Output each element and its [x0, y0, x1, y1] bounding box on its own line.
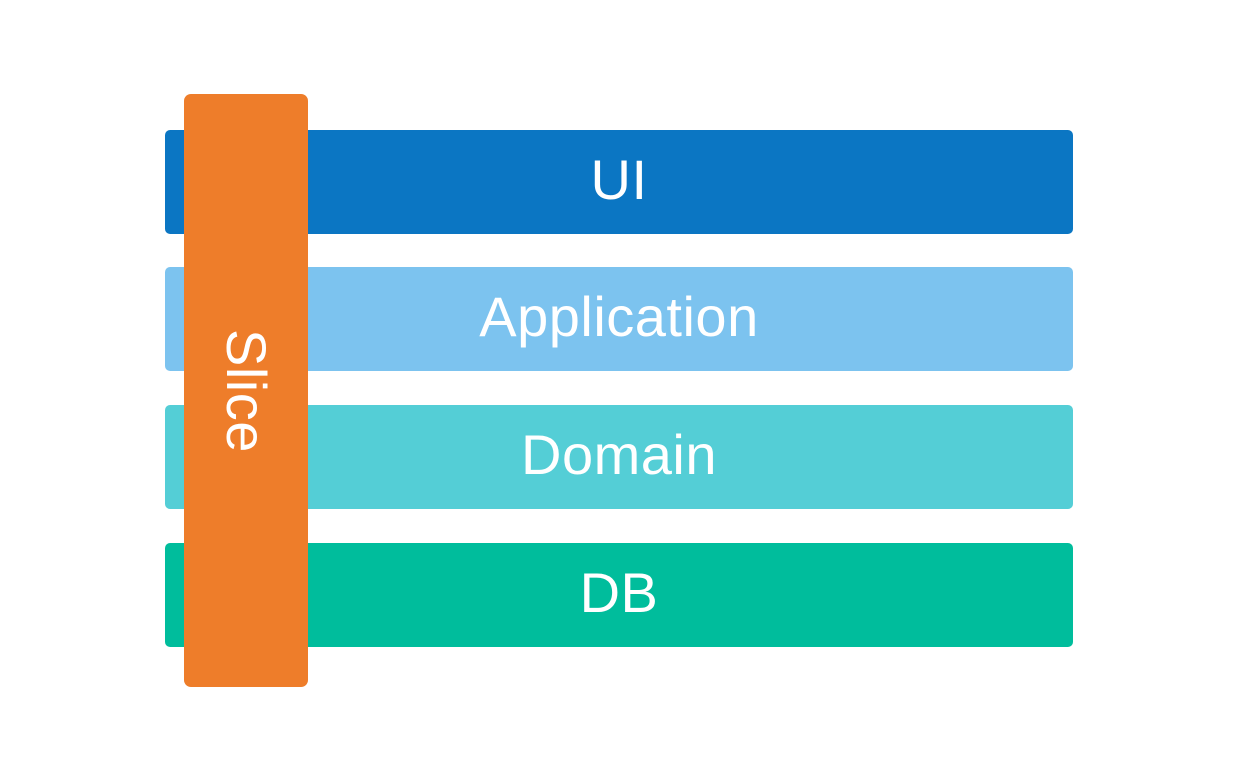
layer-label-application: Application [479, 285, 759, 348]
layer-bar-db: DB [165, 543, 1073, 647]
layer-bar-ui: UI [165, 130, 1073, 234]
slice-bar: Slice [184, 94, 308, 687]
layer-bar-application: Application [165, 267, 1073, 371]
slice-label: Slice [215, 328, 278, 453]
layer-label-db: DB [579, 561, 659, 624]
layer-label-domain: Domain [521, 423, 717, 486]
layer-bar-domain: Domain [165, 405, 1073, 509]
layer-label-ui: UI [590, 148, 648, 211]
